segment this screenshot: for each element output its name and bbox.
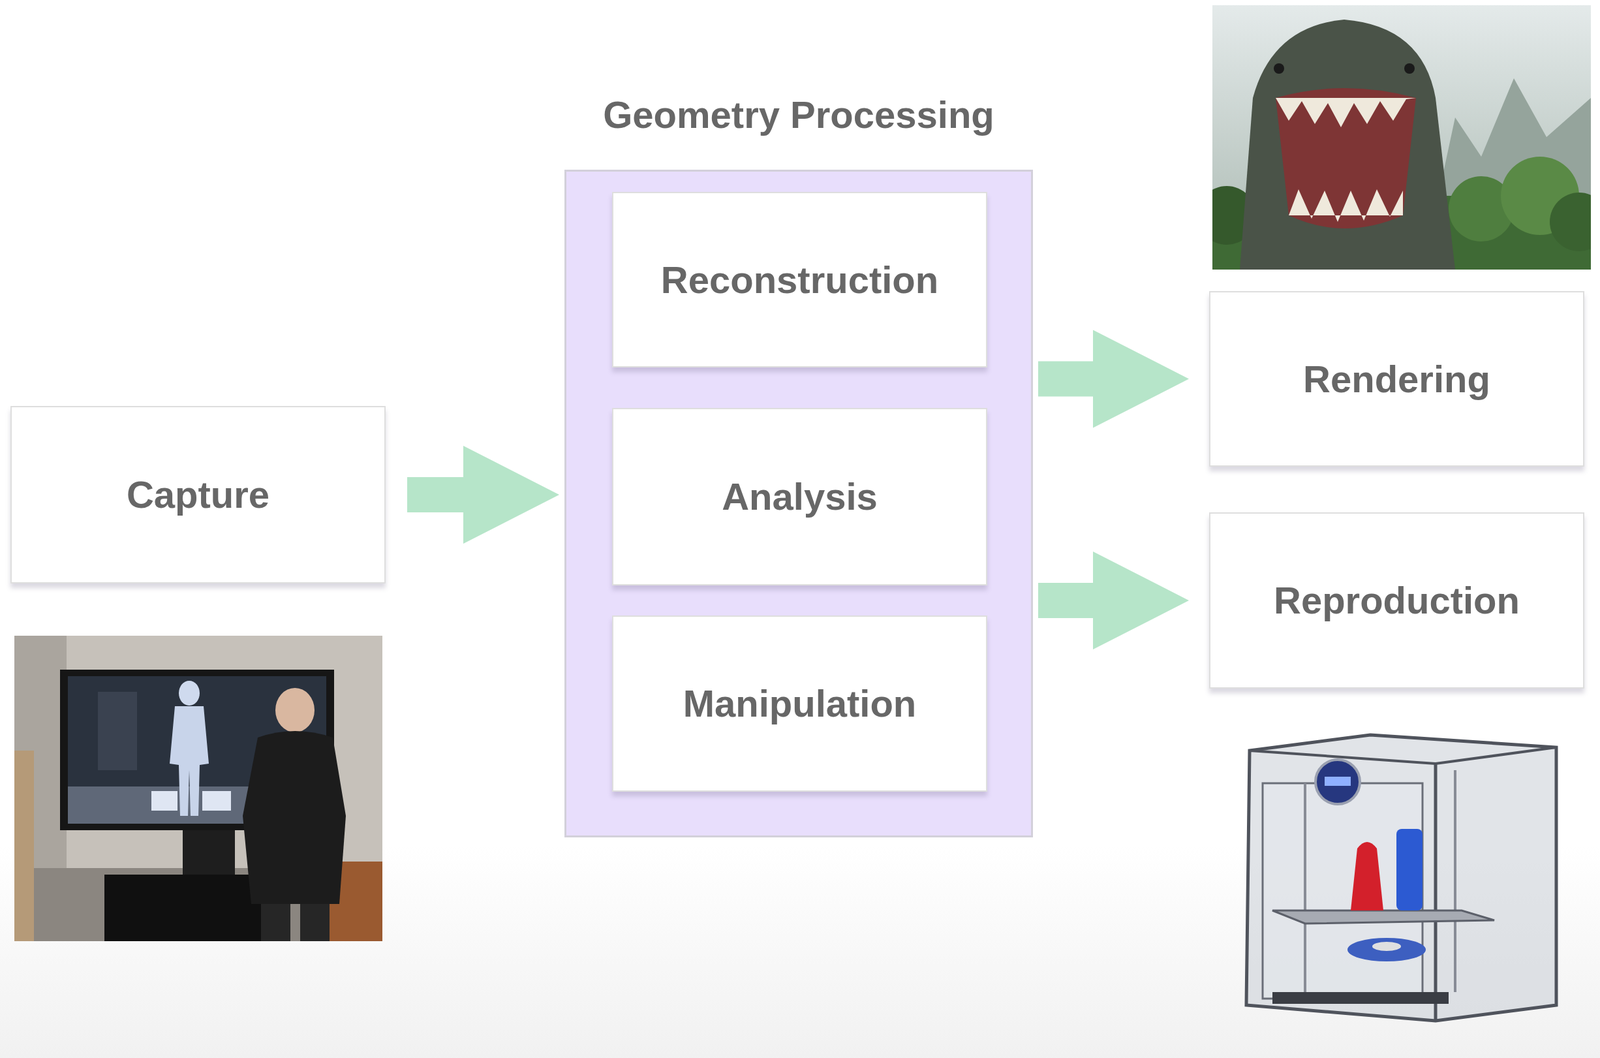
group-heading: Geometry Processing [602, 92, 995, 138]
stage-box: Reproduction [1209, 512, 1585, 689]
block-arrow [407, 445, 560, 544]
process-box: Manipulation [612, 615, 988, 792]
stage-box: Capture [10, 405, 386, 584]
block-arrow [1038, 330, 1189, 429]
box-label: Manipulation [683, 680, 917, 727]
box-label: Capture [126, 471, 270, 518]
printer-image [1246, 734, 1557, 1021]
process-box: Reconstruction [612, 191, 988, 368]
box-label: Reconstruction [661, 257, 939, 303]
box-label: Rendering [1303, 356, 1491, 402]
rendering-image [1212, 5, 1591, 270]
box-label: Reproduction [1273, 577, 1520, 624]
process-box: Analysis [612, 407, 988, 586]
group-panel: Geometry ProcessingReconstructionAnalysi… [564, 169, 1033, 838]
stage-box: Rendering [1209, 291, 1585, 467]
box-label: Analysis [721, 473, 878, 520]
block-arrow [1038, 551, 1189, 650]
capture-photo [14, 635, 383, 941]
